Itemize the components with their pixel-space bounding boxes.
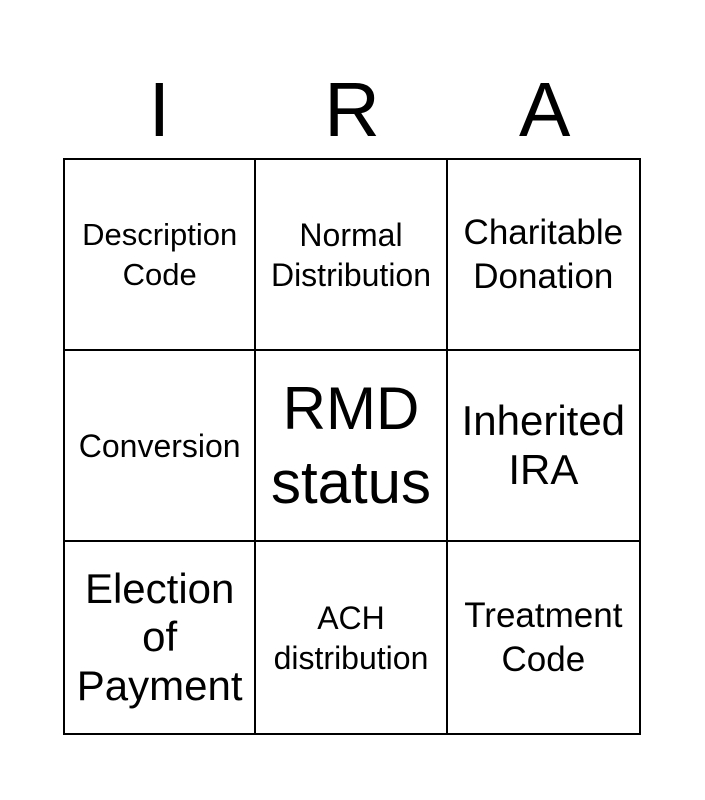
title-letter-a: A (518, 67, 571, 153)
cell-election-of-payment[interactable]: Election of Payment (65, 542, 257, 733)
cell-description-code[interactable]: Description Code (65, 160, 257, 351)
cell-normal-distribution[interactable]: Normal Distribution (256, 160, 448, 351)
cell-ach-distribution[interactable]: ACH distribution (256, 542, 448, 733)
cell-charitable-donation[interactable]: Charitable Donation (447, 160, 639, 351)
cell-rmd-status[interactable]: RMD status (256, 351, 448, 542)
title-letter-r: R (324, 67, 380, 153)
title-letter-i: I (148, 67, 171, 153)
bingo-grid: Description Code Normal Distribution Cha… (63, 158, 641, 735)
cell-inherited-ira[interactable]: Inherited IRA (447, 351, 639, 542)
cell-treatment-code[interactable]: Treatment Code (464, 595, 623, 679)
cell-conversion[interactable]: Conversion (65, 351, 257, 542)
bingo-card-title: I R A (63, 72, 641, 149)
